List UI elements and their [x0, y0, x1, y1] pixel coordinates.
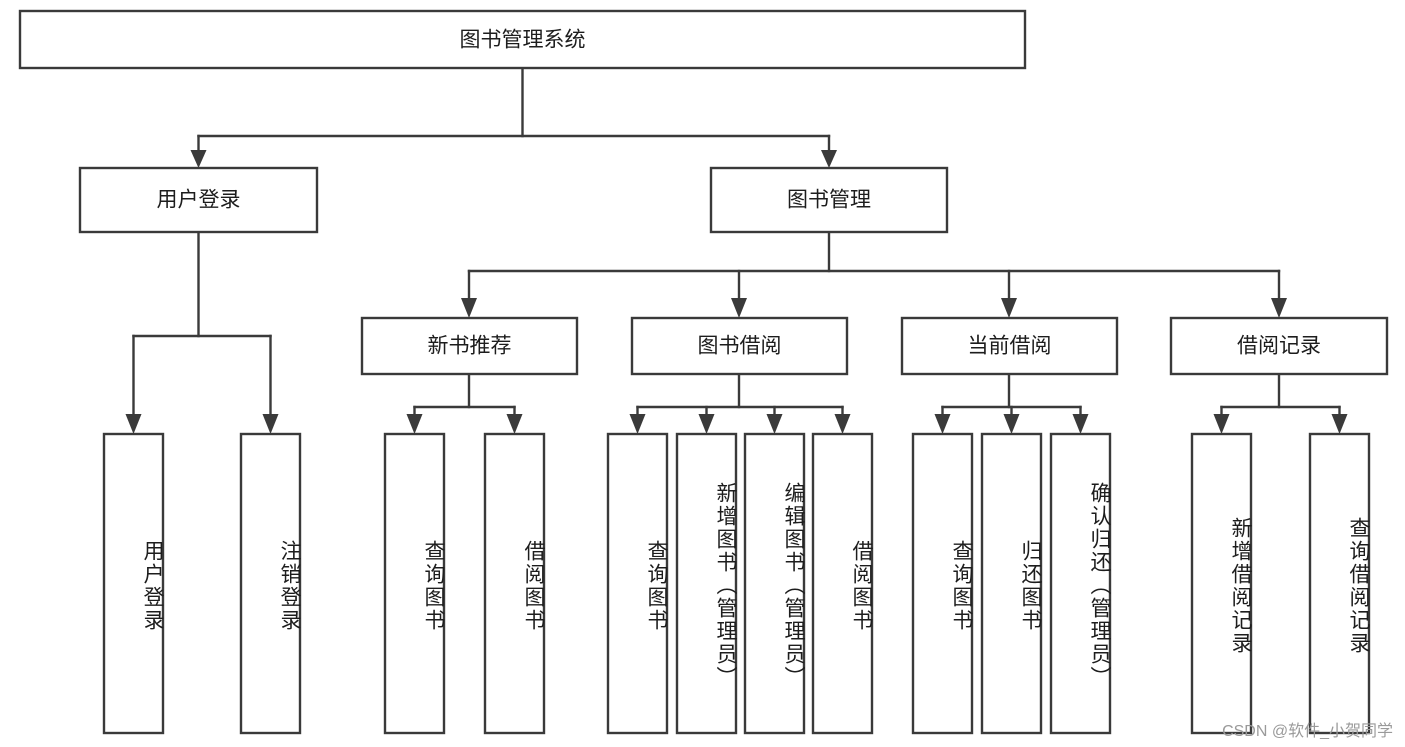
node-borrow-record[interactable]: 借阅记录: [1169, 316, 1389, 376]
node-root[interactable]: 图书管理系统: [18, 9, 1027, 70]
leaf-box-group: [102, 432, 1371, 735]
leaf-node-box[interactable]: [1190, 432, 1253, 735]
arrow-head-icon: [190, 150, 207, 168]
arrow-head-icon: [1331, 414, 1348, 434]
node-user-login[interactable]: 用户登录: [78, 166, 319, 234]
leaf-node-box[interactable]: [743, 432, 806, 735]
arrow-head-icon: [1003, 414, 1020, 434]
leaf-node-box[interactable]: [980, 432, 1043, 735]
node-current-borrow-label: 当前借阅: [968, 335, 1052, 358]
arrow-head-icon: [1001, 298, 1017, 318]
arrow-head-icon: [461, 298, 477, 318]
node-new-book-rec-label: 新书推荐: [428, 335, 512, 358]
node-book-borrow-box[interactable]: [630, 316, 849, 376]
node-root-box[interactable]: [18, 9, 1027, 70]
arrow-head-icon: [406, 414, 423, 434]
arrow-head-icon: [934, 414, 951, 434]
connector-group-book-manage: [461, 230, 1287, 318]
leaf-node-box[interactable]: [1308, 432, 1371, 735]
arrow-head-icon: [629, 414, 646, 434]
arrow-head-icon: [262, 414, 279, 434]
node-current-borrow[interactable]: 当前借阅: [900, 316, 1119, 376]
leaf-node-box[interactable]: [239, 432, 302, 735]
watermark: CSDN @软件_小贺同学: [1222, 723, 1393, 740]
node-borrow-record-label: 借阅记录: [1237, 335, 1321, 358]
node-new-book-rec-box[interactable]: [360, 316, 579, 376]
connector-group-root: [190, 66, 837, 168]
arrow-head-icon: [125, 414, 142, 434]
node-borrow-record-box[interactable]: [1169, 316, 1389, 376]
arrow-head-icon: [1271, 298, 1287, 318]
arrow-head-icon: [1213, 414, 1230, 434]
node-root-label: 图书管理系统: [460, 29, 586, 52]
node-book-manage-label: 图书管理: [787, 189, 871, 212]
arrow-head-icon: [766, 414, 783, 434]
leaf-node-box[interactable]: [483, 432, 546, 735]
connector-group-current-borrow: [934, 372, 1089, 434]
node-book-manage-box[interactable]: [709, 166, 949, 234]
leaf-node-box[interactable]: [911, 432, 974, 735]
node-book-borrow[interactable]: 图书借阅: [630, 316, 849, 376]
node-new-book-rec[interactable]: 新书推荐: [360, 316, 579, 376]
connector-group-borrow-record: [1213, 372, 1348, 434]
leaf-node-box[interactable]: [102, 432, 165, 735]
leaf-node-box[interactable]: [606, 432, 669, 735]
arrow-head-icon: [1072, 414, 1089, 434]
arrow-head-icon: [834, 414, 851, 434]
node-user-login-box[interactable]: [78, 166, 319, 234]
leaf-node-box[interactable]: [383, 432, 446, 735]
arrow-head-icon: [821, 150, 837, 168]
arrow-head-icon: [506, 414, 523, 434]
node-book-manage[interactable]: 图书管理: [709, 166, 949, 234]
leaf-node-box[interactable]: [811, 432, 874, 735]
connector-group-book-borrow: [629, 372, 851, 434]
node-book-borrow-label: 图书借阅: [698, 335, 782, 358]
connector-group-user-login: [125, 230, 279, 434]
arrow-head-icon: [731, 298, 747, 318]
leaf-node-box[interactable]: [675, 432, 738, 735]
node-user-login-label: 用户登录: [157, 189, 241, 212]
connector-group-new-book-rec: [406, 372, 523, 434]
leaf-node-box[interactable]: [1049, 432, 1112, 735]
node-current-borrow-box[interactable]: [900, 316, 1119, 376]
arrow-head-icon: [698, 414, 715, 434]
